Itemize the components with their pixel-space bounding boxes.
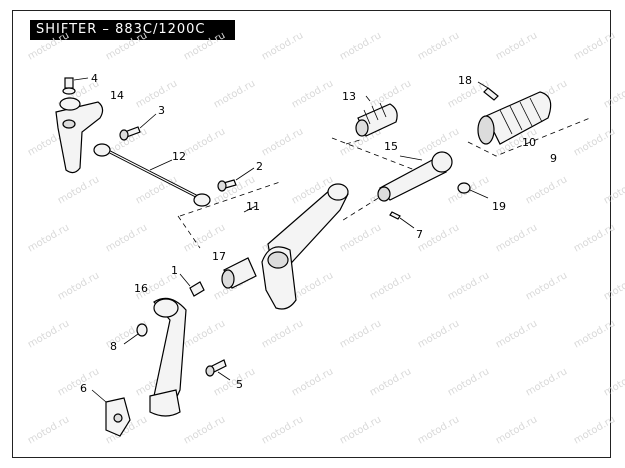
part-18-screw: [477, 81, 499, 101]
watermark-text: motod.ru: [524, 270, 569, 302]
watermark-text: motod.ru: [134, 174, 179, 206]
watermark-text: motod.ru: [572, 30, 617, 62]
callout-14: 14: [110, 89, 124, 102]
callout-6: 6: [80, 382, 87, 395]
callout-7: 7: [416, 228, 423, 241]
part-3-bolt: [119, 113, 157, 141]
watermark-text: motod.ru: [572, 414, 617, 446]
watermark-text: motod.ru: [602, 78, 625, 110]
part-8-washer: [123, 323, 148, 345]
watermark-text: motod.ru: [524, 174, 569, 206]
watermark-text: motod.ru: [572, 126, 617, 158]
part-17-bushing: [221, 257, 257, 289]
part-13-shifter-peg: [355, 95, 398, 137]
callout-1: 1: [171, 264, 178, 277]
watermark-text: motod.ru: [212, 366, 257, 398]
watermark-text: motod.ru: [416, 30, 461, 62]
watermark-text: motod.ru: [104, 30, 149, 62]
callout-8: 8: [110, 340, 117, 353]
watermark-text: motod.ru: [602, 366, 625, 398]
callout-12: 12: [172, 150, 186, 163]
watermark-text: motod.ru: [338, 318, 383, 350]
part-19-clip: [457, 182, 489, 199]
watermark-text: motod.ru: [260, 414, 305, 446]
part-15-pivot-shaft: [377, 151, 453, 202]
watermark-text: motod.ru: [494, 318, 539, 350]
part-16-lower-shift-lever: [149, 297, 187, 417]
watermark-text: motod.ru: [182, 318, 227, 350]
watermark-text: motod.ru: [56, 270, 101, 302]
part-6-bracket: [91, 389, 131, 437]
watermark-text: motod.ru: [104, 222, 149, 254]
watermark-text: motod.ru: [134, 78, 179, 110]
callout-5: 5: [236, 378, 243, 391]
watermark-text: motod.ru: [26, 414, 71, 446]
watermark-text: motod.ru: [602, 174, 625, 206]
watermark-text: motod.ru: [290, 270, 335, 302]
watermark-text: motod.ru: [260, 318, 305, 350]
watermark-text: motod.ru: [446, 270, 491, 302]
callout-15: 15: [384, 140, 398, 153]
part-12-shift-rod: [93, 143, 211, 207]
watermark-text: motod.ru: [56, 366, 101, 398]
watermark-text: motod.ru: [338, 414, 383, 446]
watermark-text: motod.ru: [26, 30, 71, 62]
watermark-text: motod.ru: [338, 30, 383, 62]
callout-4: 4: [91, 72, 98, 85]
watermark-text: motod.ru: [368, 270, 413, 302]
callout-16: 16: [134, 282, 148, 295]
callout-2: 2: [256, 160, 263, 173]
watermark-text: motod.ru: [182, 126, 227, 158]
watermark-text: motod.ru: [260, 126, 305, 158]
part-14-shift-lever: [55, 97, 104, 174]
watermark-text: motod.ru: [572, 222, 617, 254]
watermark-text: motod.ru: [494, 30, 539, 62]
watermark-text: motod.ru: [26, 318, 71, 350]
part-1-screw: [179, 273, 205, 297]
callout-labels: 1 2 3 4 5 6 7 8 9 10 11 12 13 14 15 16 1…: [80, 72, 557, 395]
watermark-text: motod.ru: [572, 318, 617, 350]
watermark-text: motod.ru: [494, 222, 539, 254]
part-11-shifter-lever-assembly: [243, 183, 349, 310]
watermark-text: motod.ru: [290, 366, 335, 398]
watermark-text: motod.ru: [494, 414, 539, 446]
watermark-text: motod.ru: [524, 366, 569, 398]
callout-10: 10: [522, 136, 536, 149]
watermark-text: motod.ru: [26, 222, 71, 254]
watermark-text: motod.ru: [290, 78, 335, 110]
callout-3: 3: [158, 104, 165, 117]
part-4-screw: [62, 77, 89, 95]
part-2-bolt: [217, 167, 255, 192]
part-7-pin: [389, 211, 415, 229]
watermark-text: motod.ru: [182, 30, 227, 62]
watermark-text: motod.ru: [416, 414, 461, 446]
callout-13: 13: [342, 90, 356, 103]
watermark-text: motod.ru: [212, 78, 257, 110]
callout-18: 18: [458, 74, 472, 87]
watermark-text: motod.ru: [338, 222, 383, 254]
watermark-text: motod.ru: [602, 270, 625, 302]
watermark-text: motod.ru: [368, 366, 413, 398]
callout-11: 11: [246, 200, 260, 213]
watermark-text: motod.ru: [446, 366, 491, 398]
watermark-text: motod.ru: [56, 174, 101, 206]
callout-17: 17: [212, 250, 226, 263]
watermark-text: motod.ru: [182, 414, 227, 446]
callout-19: 19: [492, 200, 506, 213]
callout-9: 9: [550, 152, 557, 165]
watermark-text: motod.ru: [260, 30, 305, 62]
part-10-footpeg-rubber: [477, 91, 552, 145]
watermark-text: motod.ru: [416, 318, 461, 350]
part-5-bolt: [205, 359, 231, 381]
diagram-title: SHIFTER – 883C/1200C: [30, 20, 235, 40]
